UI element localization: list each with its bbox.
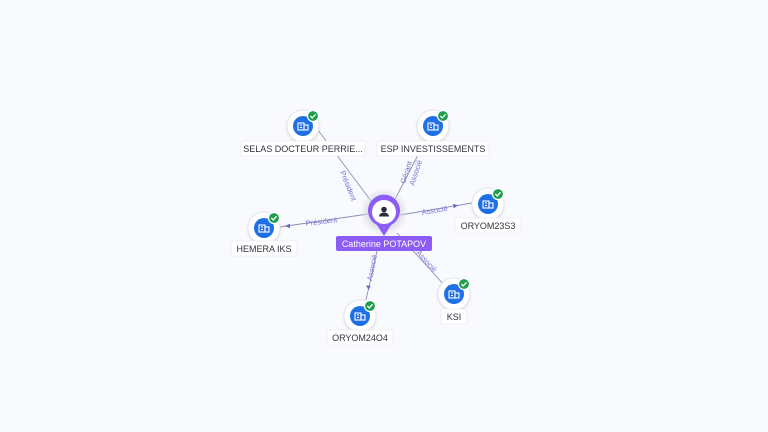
arrow-head <box>366 285 371 290</box>
edge-label-associe: Associé <box>415 248 439 274</box>
company-label-box <box>376 140 490 157</box>
edge-label-president: Président <box>338 169 359 203</box>
company-label-box <box>240 140 366 157</box>
edge-hemera[interactable]: Président <box>279 213 369 229</box>
verified-check-icon <box>491 187 505 201</box>
arrow-head <box>285 223 290 229</box>
verified-check-icon <box>306 109 320 123</box>
verified-check-icon <box>436 109 450 123</box>
edge-label-president: Président <box>305 215 338 228</box>
person-name: Catherine POTAPOV <box>342 239 426 249</box>
edge-label-associe: Associé <box>365 254 379 282</box>
building-icon <box>297 122 309 131</box>
building-icon <box>354 312 366 321</box>
company-node[interactable]: KSI <box>437 277 471 325</box>
verified-check-icon <box>267 211 281 225</box>
company-name: ORYOM23S3 <box>461 221 516 231</box>
company-node[interactable]: ORYOM23S3 <box>454 187 522 234</box>
building-icon <box>448 290 460 299</box>
company-name: HEMERA IKS <box>236 244 291 254</box>
edge-label-associe: Associé <box>421 204 448 217</box>
verified-check-icon <box>363 299 377 313</box>
company-node[interactable]: HEMERA IKS <box>230 211 298 257</box>
company-name: SELAS DOCTEUR PERRIE... <box>243 144 363 154</box>
company-name: ORYOM24O4 <box>332 333 388 343</box>
company-node[interactable]: SELAS DOCTEUR PERRIE... <box>240 109 366 157</box>
company-label-box <box>454 217 522 234</box>
edge-oryom23s3[interactable]: Associé <box>399 202 473 217</box>
person-icon <box>379 206 389 217</box>
company-label-box <box>230 240 298 257</box>
company-name: ESP INVESTISSEMENTS <box>381 144 486 154</box>
company-label-box <box>440 308 468 325</box>
company-name: KSI <box>447 312 462 322</box>
company-label-box <box>326 329 394 346</box>
arrow-head <box>453 203 458 209</box>
building-icon <box>482 200 494 209</box>
person-node[interactable]: Catherine POTAPOV <box>336 188 432 251</box>
building-icon <box>258 224 270 233</box>
verified-check-icon <box>457 277 471 291</box>
building-icon <box>427 122 439 131</box>
edges: Président Gérant Associé Président Assoc… <box>279 129 473 301</box>
company-node[interactable]: ORYOM24O4 <box>326 299 394 346</box>
person-label-box <box>336 236 432 251</box>
company-node[interactable]: ESP INVESTISSEMENTS <box>376 109 490 157</box>
